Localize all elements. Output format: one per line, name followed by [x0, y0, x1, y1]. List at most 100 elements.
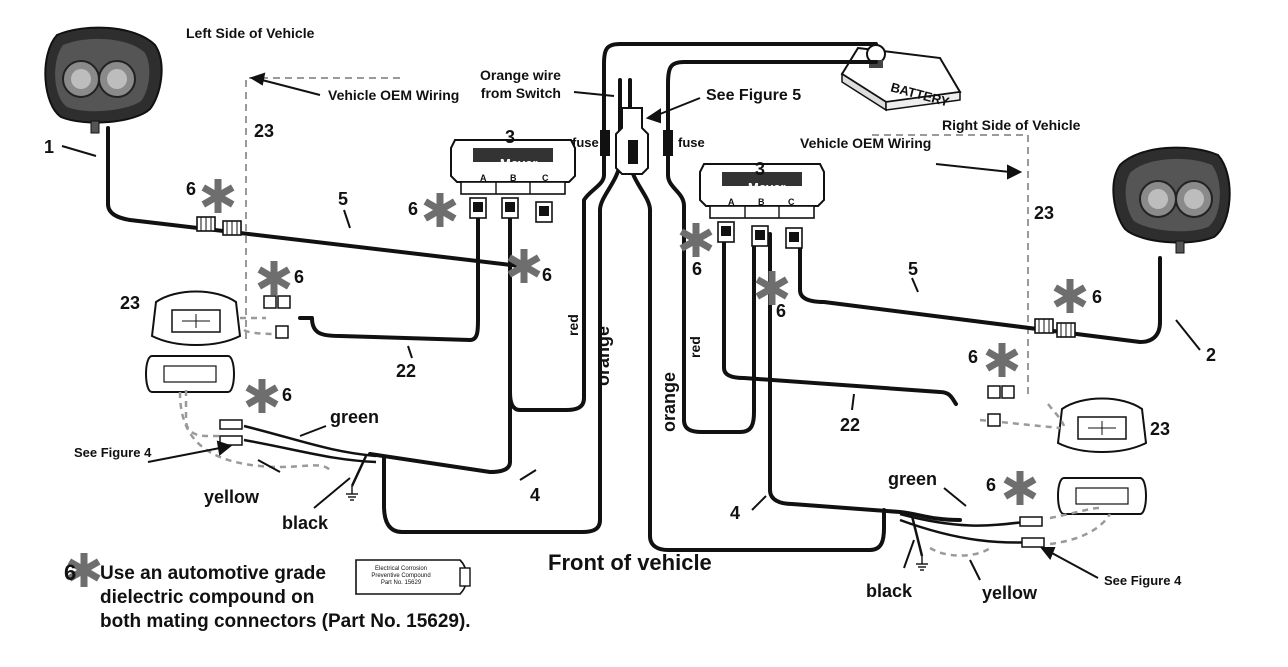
ground-wire-left [350, 455, 368, 487]
black-right-label: black [866, 581, 913, 601]
star-marker-icon [423, 193, 457, 227]
module-right-brand: Meyer [748, 180, 786, 195]
tube-line-1: Electrical Corrosion [374, 566, 428, 572]
callout-22-right: 22 [840, 415, 861, 435]
see-figure-5-label: See Figure 5 [706, 87, 802, 104]
see-figure-4-left-label: See Figure 4 [74, 445, 152, 460]
callout-4-right: 4 [730, 503, 741, 523]
callout-6: 6 [968, 347, 979, 367]
connector-left-yellow-icon [219, 435, 243, 446]
connector-right-headlamp-icon [1034, 318, 1054, 334]
headlamp-left-icon [44, 26, 163, 134]
oem-wiring-boundary-left [245, 77, 400, 340]
switch-connector-icon [615, 107, 649, 175]
yellow-right-label: yellow [982, 583, 1038, 603]
pin-c-left: C [542, 173, 549, 183]
callout-6: 6 [282, 385, 293, 405]
callout-6: 6 [1092, 287, 1103, 307]
pin-c-right: C [788, 197, 795, 207]
callout-23-right-lamp: 23 [1150, 419, 1171, 439]
connector-left-headlamp-2-icon [222, 220, 242, 236]
plug-left-b-icon [501, 197, 519, 219]
callout-23-left-lamp: 23 [120, 293, 141, 313]
note-line-3: both mating connectors (Part No. 15629). [100, 611, 471, 632]
lamp-leads-dashed [178, 316, 1112, 557]
signal-wires-left [243, 424, 377, 464]
plug-left-c-icon [535, 201, 553, 223]
note-line-1: Use an automotive grade [100, 563, 326, 584]
callout-23-right-box: 23 [1034, 203, 1055, 223]
orange-right-label: orange [659, 371, 679, 432]
pin-a-right: A [728, 197, 735, 207]
leader-lines [61, 72, 1201, 581]
fuse-left-icon [600, 130, 610, 156]
fuse-right-label: fuse [678, 135, 705, 150]
park-lamp-right-icon [1057, 397, 1147, 453]
tube-label: Electrical Corrosion Preventive Compound… [366, 566, 436, 587]
note-number: 6 [64, 560, 77, 585]
note-line-2: dielectric compound on [100, 587, 315, 608]
connector-left-park-2-icon [277, 295, 291, 309]
marker-lamp-left-icon [145, 355, 235, 393]
headlamp-right-icon [1112, 146, 1231, 254]
star-marker-icon [755, 271, 789, 305]
plug-right-b-icon [751, 225, 769, 247]
ground-right-icon [915, 555, 929, 571]
callout-6: 6 [294, 267, 305, 287]
callout-3-left: 3 [505, 127, 516, 147]
fuse-left-label: fuse [572, 135, 599, 150]
red-right-label: red [687, 336, 703, 358]
star-marker-icon [257, 261, 291, 295]
left-side-label: Left Side of Vehicle [186, 25, 315, 41]
green-left-label: green [330, 407, 380, 427]
callout-6: 6 [186, 179, 197, 199]
callout-5-left: 5 [338, 189, 349, 209]
star-marker-icon [985, 343, 1019, 377]
connector-right-park-icon [987, 385, 1001, 399]
callout-6: 6 [542, 265, 553, 285]
connector-left-park-icon [263, 295, 277, 309]
plug-right-a-icon [717, 221, 735, 243]
yellow-left-label: yellow [204, 487, 260, 507]
star-marker-icon [201, 179, 235, 213]
callout-4-left: 4 [530, 485, 541, 505]
star-marker-icon [1003, 471, 1037, 505]
callout-3-right: 3 [755, 159, 766, 179]
see-figure-4-right-label: See Figure 4 [1104, 573, 1182, 588]
callout-6: 6 [408, 199, 419, 219]
connector-left-park-3-icon [275, 325, 289, 339]
connector-right-yellow-icon [1021, 537, 1045, 548]
plug-left-a-icon [469, 197, 487, 219]
pin-a-left: A [480, 173, 487, 183]
plug-right-c-icon [785, 227, 803, 249]
callout-22-left: 22 [396, 361, 417, 381]
orange-left-label: orange [593, 325, 613, 386]
wiring-harness [106, 42, 1162, 552]
callout-2: 2 [1206, 345, 1217, 365]
orange-wire-label: Orange wire from Switch [480, 67, 561, 101]
black-left-label: black [282, 513, 329, 533]
connector-left-green-icon [219, 419, 243, 430]
oem-wiring-left-label: Vehicle OEM Wiring [328, 87, 460, 103]
connector-right-park-3-icon [987, 413, 1001, 427]
red-left-label: red [565, 314, 581, 336]
callout-23-left-box: 23 [254, 121, 275, 141]
marker-lamp-right-icon [1057, 477, 1147, 515]
module-left-brand: Meyer [500, 156, 538, 171]
connector-right-headlamp-2-icon [1056, 322, 1076, 338]
green-right-label: green [888, 469, 938, 489]
ground-left-icon [345, 485, 359, 501]
oem-wiring-right-label: Vehicle OEM Wiring [800, 135, 932, 151]
tube-line-2: Preventive Compound [371, 573, 431, 579]
pin-b-right: B [758, 197, 765, 207]
callout-6: 6 [776, 301, 787, 321]
ground-wire-right [910, 515, 924, 557]
star-marker-icon [245, 379, 279, 413]
callout-6: 6 [692, 259, 703, 279]
oem-wiring-boundary-right [872, 134, 1029, 395]
callout-1: 1 [44, 137, 55, 157]
right-side-label: Right Side of Vehicle [942, 117, 1081, 133]
tube-line-3: Part No. 15629 [380, 580, 422, 586]
pin-b-left: B [510, 173, 517, 183]
